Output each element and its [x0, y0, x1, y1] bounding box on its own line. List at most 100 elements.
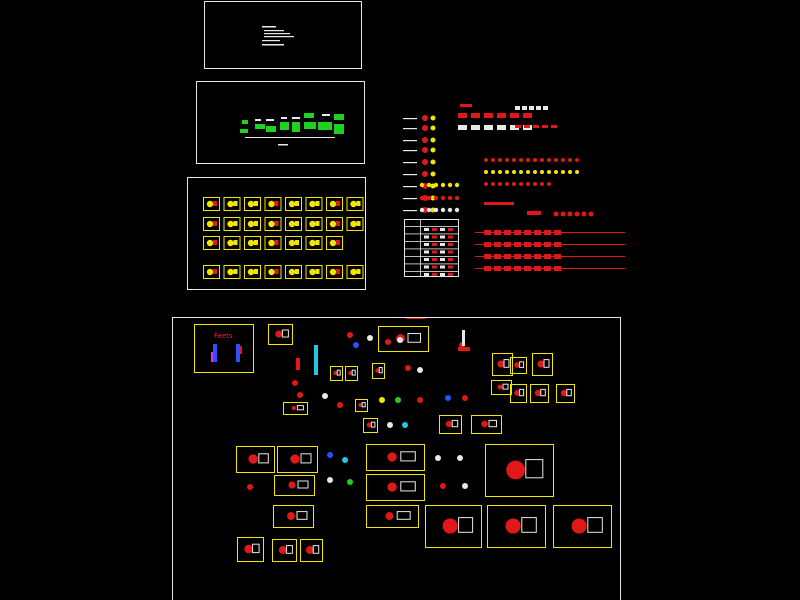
grid-block — [203, 236, 220, 250]
equipment-symbol — [505, 518, 521, 534]
grid-block-symbol — [288, 220, 296, 228]
grid-block-symbol — [350, 268, 357, 276]
table-cell — [424, 273, 429, 276]
symbol-table[interactable] — [403, 104, 625, 277]
grid-block-symbol — [309, 200, 316, 208]
table-cell — [448, 273, 453, 276]
table-symbol — [433, 207, 439, 213]
grid-block-symbol — [288, 268, 296, 276]
table-symbol — [491, 170, 495, 174]
equipment-block — [272, 539, 297, 562]
table-cell — [432, 235, 437, 239]
small-symbol — [387, 422, 393, 428]
equipment-block — [439, 415, 462, 434]
equipment-symbol — [248, 454, 258, 464]
grid-block-symbol — [206, 239, 214, 247]
table-symbol — [419, 207, 425, 213]
table-symbol — [536, 106, 541, 110]
equipment-symbol — [537, 360, 545, 368]
grid-block-detail — [233, 201, 238, 206]
title-sheet[interactable] — [204, 1, 362, 69]
table-symbol — [484, 125, 493, 130]
pipe-line — [475, 256, 625, 257]
grid-block-detail — [295, 221, 299, 226]
grid-block-symbol — [227, 239, 234, 247]
table-grid-line — [405, 226, 458, 227]
table-row-label — [403, 162, 417, 164]
equipment-symbol — [366, 422, 372, 428]
table-symbol — [484, 182, 488, 186]
table-symbol — [471, 113, 480, 118]
table-symbol — [515, 125, 521, 128]
table-symbol — [426, 207, 432, 213]
table-symbol — [554, 170, 558, 174]
equipment-symbol — [288, 481, 296, 489]
table-symbol — [588, 211, 594, 217]
table-symbol — [419, 182, 425, 188]
table-symbol — [426, 195, 432, 201]
equipment-symbol — [275, 330, 283, 338]
grid-block — [305, 197, 323, 211]
equipment-symbol — [566, 388, 572, 397]
grid-block — [244, 236, 261, 250]
table-symbol — [542, 125, 548, 128]
table-row-label — [403, 128, 417, 130]
grid-block-detail — [315, 269, 320, 274]
table-symbol — [547, 182, 551, 186]
table-cell — [448, 250, 453, 254]
equipment-symbol — [300, 453, 312, 464]
title-text-lines — [262, 26, 294, 46]
main-sheet-blocks — [236, 318, 612, 562]
table-symbol — [440, 195, 446, 201]
grid-block-detail — [254, 221, 258, 226]
equipment-symbol — [543, 359, 550, 368]
table-symbol — [454, 195, 460, 201]
table-symbol — [527, 211, 541, 215]
equipment-block — [530, 384, 549, 403]
table-symbol — [422, 171, 428, 177]
small-symbol — [417, 367, 423, 373]
table-symbol — [522, 106, 527, 110]
equipment-symbol — [351, 369, 356, 376]
equipment-block — [553, 505, 612, 548]
grid-block-detail — [254, 269, 258, 274]
grid-block-detail — [336, 201, 340, 206]
table-symbol — [523, 113, 532, 118]
feets-legend[interactable]: Feets — [194, 324, 254, 373]
grid-block-symbol — [268, 239, 275, 247]
grid-block-symbol — [268, 220, 275, 228]
table-symbol — [581, 211, 587, 217]
grid-block-symbol — [309, 220, 316, 228]
table-symbol — [440, 207, 446, 213]
equipment-symbol — [378, 367, 383, 374]
grid-block-symbol — [350, 220, 357, 228]
equipment-block — [378, 326, 429, 352]
main-sheet[interactable]: Feets — [172, 317, 621, 600]
small-symbol — [347, 332, 353, 338]
grid-block — [223, 197, 241, 211]
grid-block-detail — [315, 201, 320, 206]
equipment-symbol — [506, 460, 525, 480]
equipment-symbol — [244, 544, 254, 554]
table-symbol — [561, 158, 565, 162]
table-cell — [424, 243, 429, 246]
table-symbol — [510, 125, 519, 130]
table-symbol — [484, 113, 493, 118]
grid-block — [285, 197, 302, 211]
grid-block-detail — [233, 269, 238, 274]
table-symbol — [430, 171, 436, 177]
table-symbol — [512, 182, 516, 186]
equipment-symbol — [281, 329, 289, 338]
grid-block-symbol — [329, 200, 337, 208]
grid-block — [203, 217, 220, 231]
equipment-block — [273, 505, 314, 528]
table-symbol — [551, 125, 557, 128]
grid-block-detail — [274, 221, 279, 226]
equipment-symbol — [400, 451, 416, 462]
block-library-sheet[interactable] — [187, 177, 366, 290]
small-symbol — [458, 347, 470, 351]
small-symbol — [327, 477, 333, 483]
layout-sheet[interactable] — [196, 81, 365, 164]
table-cell — [440, 258, 445, 261]
